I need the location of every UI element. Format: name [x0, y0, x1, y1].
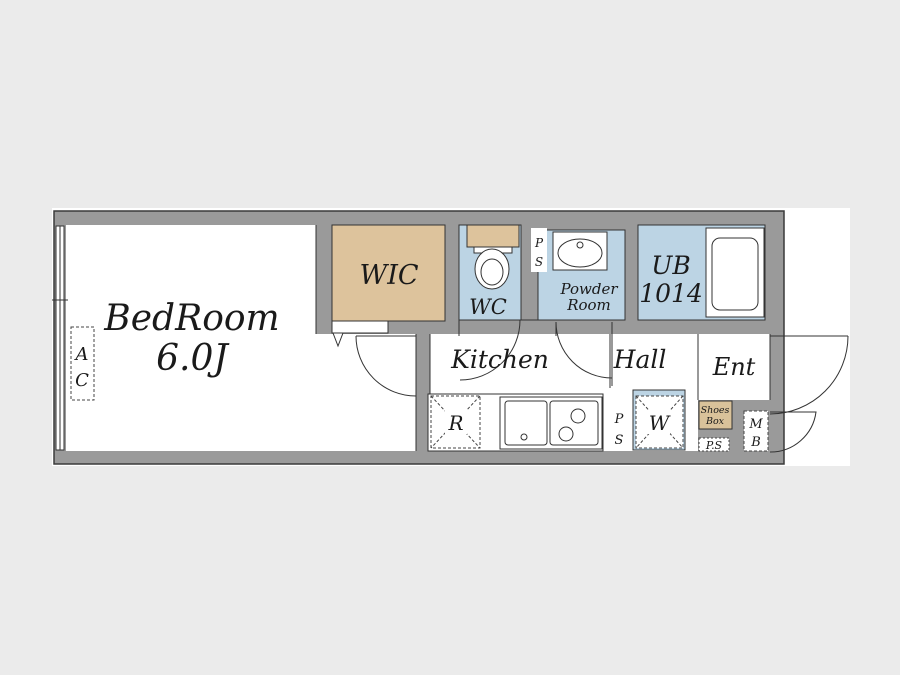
bedroom-floor	[66, 225, 316, 451]
left-window	[52, 225, 68, 451]
ub-label: UB	[651, 251, 690, 280]
washing-machine: W	[632, 389, 686, 451]
toilet-icon	[466, 224, 520, 290]
door-swings	[355, 319, 849, 453]
ub-size-label: 1014	[639, 279, 703, 308]
wic-label: WIC	[359, 260, 418, 291]
shoes-box-line2: Box	[705, 416, 725, 427]
meter-box: M B	[743, 410, 769, 452]
ps-lower-line1: P	[614, 412, 624, 427]
pipe-space-lower: P S	[610, 402, 628, 449]
meter-box-line1: M	[748, 417, 763, 432]
powder-room-door	[555, 321, 613, 386]
pipe-space-entrance: P.S	[698, 437, 730, 452]
shoes-box: Shoes Box	[698, 400, 733, 430]
refrigerator-label: R	[447, 411, 463, 435]
sink-icon	[552, 231, 608, 271]
ps-upper-line2: S	[535, 255, 543, 269]
ps-upper-line1: P	[534, 236, 544, 250]
bathtub-icon	[705, 227, 765, 318]
ac-label-line2: C	[75, 370, 89, 391]
shoes-box-line1: Shoes	[701, 405, 730, 416]
bedroom-size-label: 6.0J	[156, 338, 230, 379]
wic-shelf	[331, 320, 389, 348]
wc-label: WC	[469, 295, 507, 319]
meter-box-line2: B	[750, 435, 761, 450]
ps-lower-line2: S	[615, 433, 624, 448]
refrigerator: R	[430, 395, 481, 449]
powder-room-label-line1: Powder	[559, 280, 618, 298]
pipe-space-upper: P S	[531, 228, 547, 272]
powder-room-label-line2: Room	[566, 296, 611, 314]
kitchen-label: Kitchen	[450, 345, 549, 374]
kitchen-counter	[499, 396, 603, 450]
ps-entrance-label: P.S	[705, 439, 723, 452]
bedroom-door	[355, 335, 417, 397]
wc-door	[458, 319, 521, 381]
washer-label: W	[649, 411, 671, 435]
hall-label: Hall	[613, 345, 667, 374]
ac-label-line1: A	[74, 344, 89, 365]
interior-wall-lines	[315, 225, 771, 451]
meter-box-door	[769, 411, 817, 453]
entrance-label: Ent	[712, 353, 756, 381]
bedroom-extension-floor	[316, 334, 416, 451]
air-conditioner: A C	[70, 326, 95, 401]
bedroom-label: BedRoom	[103, 298, 279, 339]
entrance-floor	[698, 334, 770, 400]
